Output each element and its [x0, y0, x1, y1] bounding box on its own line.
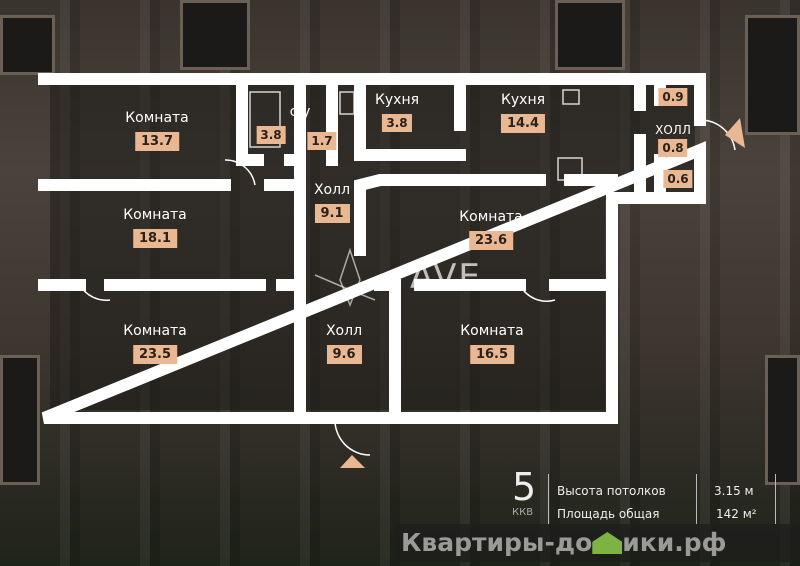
ceiling-label: Высота потолков: [557, 484, 666, 498]
house-icon: [592, 532, 623, 554]
window: [555, 0, 625, 70]
window: [0, 355, 40, 485]
room-closet-2: 0.6: [663, 164, 693, 188]
divider: [548, 474, 549, 524]
leaf-logo-icon: [314, 247, 386, 308]
entrance-arrow-icon: [725, 118, 745, 148]
entrance-arrow-icon: [340, 455, 365, 468]
window: [0, 15, 55, 75]
ceiling-value: 3.15 м: [714, 484, 754, 498]
area-label: Площадь общая: [557, 507, 660, 521]
room-wc: 1.7: [307, 126, 337, 150]
room-closet-1: 0.9: [658, 82, 688, 106]
rooms-unit: ККВ: [512, 507, 534, 518]
rooms-count: 5: [512, 465, 537, 509]
window: [765, 355, 800, 485]
window: [745, 15, 800, 135]
window: [180, 0, 250, 70]
divider: [775, 474, 776, 524]
divider: [696, 474, 697, 524]
ave-logo: AVE: [305, 245, 480, 324]
area-value: 142 м²: [716, 507, 757, 521]
